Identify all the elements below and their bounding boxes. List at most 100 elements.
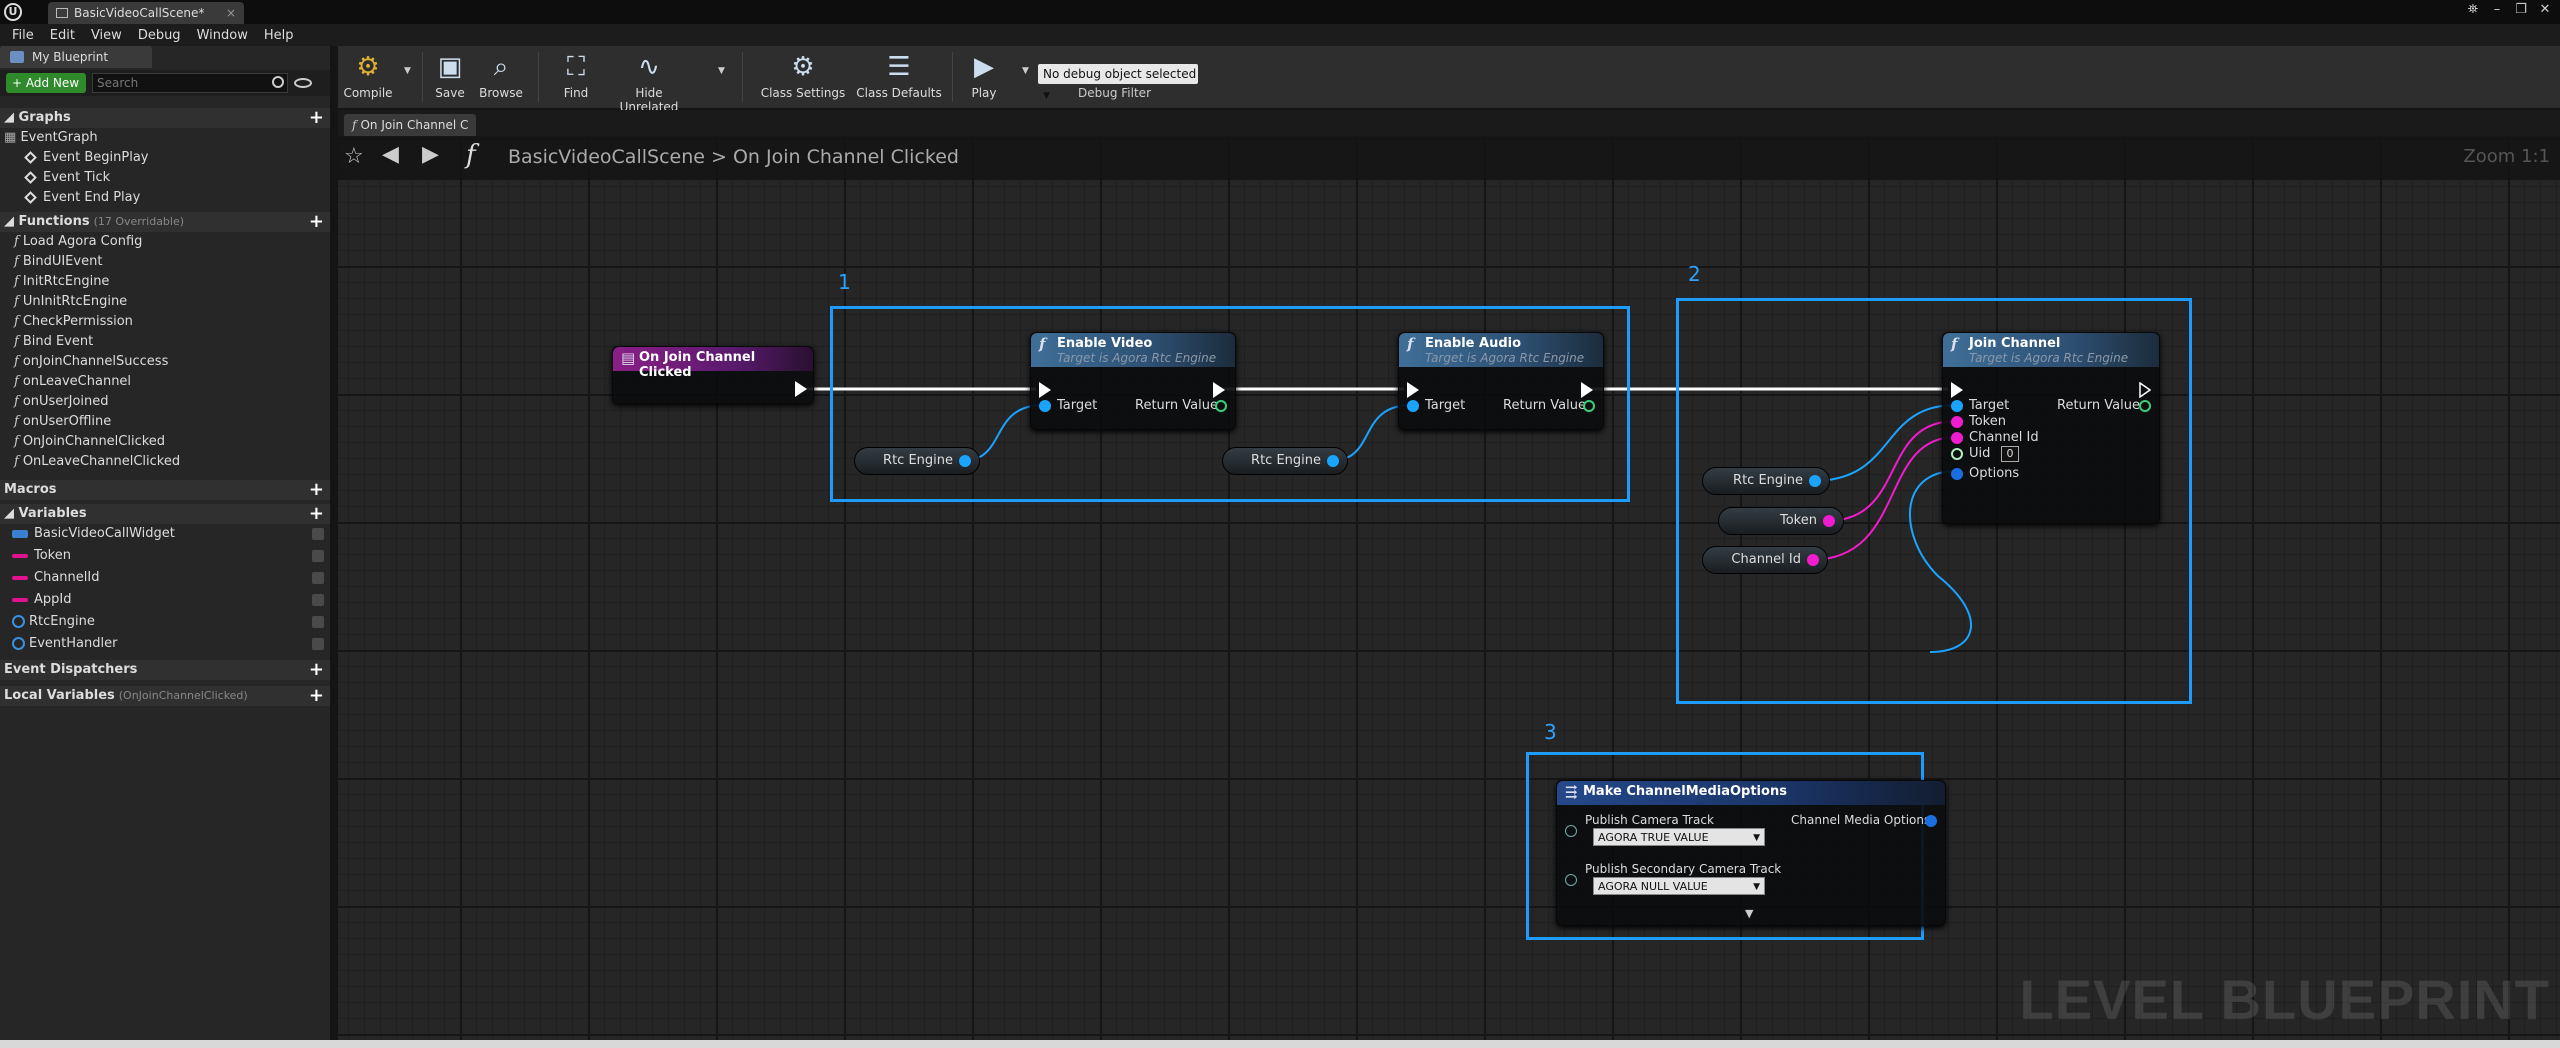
hide-unrelated-button[interactable]: ∿Hide Unrelated xyxy=(606,48,692,114)
browse-button[interactable]: ⌕Browse xyxy=(474,48,528,104)
add-macro-icon[interactable]: + xyxy=(308,479,324,500)
compile-options-dropdown[interactable]: ▼ xyxy=(404,66,411,76)
on-join-channel-clicked-node[interactable]: ▤ On Join Channel Clicked xyxy=(612,346,814,404)
variable-item[interactable]: AppId xyxy=(0,590,330,610)
publish-secondary-pin[interactable] xyxy=(1565,874,1577,886)
variable-item[interactable]: BasicVideoCallWidget xyxy=(0,524,330,544)
channel-media-options-pin[interactable] xyxy=(1925,815,1937,827)
publish-secondary-select[interactable]: AGORA NULL VALUE▼ xyxy=(1593,877,1765,895)
getter-out-pin[interactable] xyxy=(1823,515,1835,527)
add-function-icon[interactable]: + xyxy=(308,211,324,232)
maximize-button[interactable]: ❐ xyxy=(2515,2,2527,17)
visibility-toggle-icon[interactable] xyxy=(312,638,324,650)
variable-item[interactable]: EventHandler xyxy=(0,634,330,654)
menu-edit[interactable]: Edit xyxy=(49,27,75,43)
variable-item[interactable]: ChannelId xyxy=(0,568,330,588)
rtc-engine-getter[interactable]: Rtc Engine xyxy=(1702,467,1830,495)
add-local-variable-icon[interactable]: + xyxy=(308,685,324,706)
menu-debug[interactable]: Debug xyxy=(137,27,181,43)
favorite-star-icon[interactable]: ☆ xyxy=(344,144,364,169)
macros-section-header[interactable]: Macros + xyxy=(0,480,330,500)
target-pin[interactable] xyxy=(1407,400,1419,412)
event-tick-item[interactable]: Event Tick xyxy=(0,168,330,188)
comment-box[interactable] xyxy=(1676,298,2192,704)
play-options-dropdown[interactable]: ▼ xyxy=(1022,66,1029,76)
compile-button[interactable]: ⚙Compile xyxy=(340,48,396,104)
find-button[interactable]: ⛶Find xyxy=(556,48,596,104)
class-settings-button[interactable]: ⚙Class Settings xyxy=(758,48,848,104)
visibility-toggle-icon[interactable] xyxy=(312,594,324,606)
rtc-engine-getter[interactable]: Rtc Engine xyxy=(1222,447,1348,475)
variable-item[interactable]: RtcEngine xyxy=(0,612,330,632)
play-button[interactable]: ▶Play xyxy=(962,48,1006,104)
channel-id-getter[interactable]: Channel Id xyxy=(1702,546,1828,574)
menu-help[interactable]: Help xyxy=(263,27,294,43)
search-input[interactable]: Search xyxy=(92,73,288,93)
expand-arrow-icon[interactable]: ▼ xyxy=(1745,907,1754,920)
class-defaults-button[interactable]: ☰Class Defaults xyxy=(854,48,944,104)
menu-file[interactable]: File xyxy=(12,27,34,43)
add-variable-icon[interactable]: + xyxy=(308,503,324,524)
exec-out-pin[interactable] xyxy=(795,381,807,397)
debug-object-select[interactable]: No debug object selected ▼ xyxy=(1038,64,1198,101)
exec-in-pin[interactable] xyxy=(1951,382,1963,398)
getter-out-pin[interactable] xyxy=(1327,455,1339,467)
comment-box[interactable] xyxy=(830,306,1630,502)
target-pin[interactable] xyxy=(1951,400,1963,412)
add-dispatcher-icon[interactable]: + xyxy=(308,659,324,680)
menu-view[interactable]: View xyxy=(90,27,122,43)
exec-out-pin[interactable] xyxy=(1581,382,1593,398)
menu-window[interactable]: Window xyxy=(196,27,248,43)
uid-input[interactable]: 0 xyxy=(2001,446,2019,462)
channel-id-pin[interactable] xyxy=(1951,432,1963,444)
breadcrumb-root[interactable]: BasicVideoCallScene xyxy=(508,146,705,168)
visibility-toggle-icon[interactable] xyxy=(312,528,324,540)
enable-video-node[interactable]: f Enable Video Target is Agora Rtc Engin… xyxy=(1030,332,1236,430)
getter-out-pin[interactable] xyxy=(1807,554,1819,566)
graphs-section-header[interactable]: ◢ Graphs + xyxy=(0,108,330,128)
close-tab-icon[interactable]: × xyxy=(225,6,236,20)
getter-out-pin[interactable] xyxy=(959,455,971,467)
exec-out-pin[interactable] xyxy=(1213,382,1225,398)
search-icon[interactable] xyxy=(272,76,284,88)
token-getter[interactable]: Token xyxy=(1718,507,1844,535)
options-pin[interactable] xyxy=(1951,468,1963,480)
document-tab[interactable]: BasicVideoCallScene* × xyxy=(48,2,244,24)
publish-camera-pin[interactable] xyxy=(1565,825,1577,837)
exec-in-pin[interactable] xyxy=(1039,382,1051,398)
back-arrow-icon[interactable]: ◀ xyxy=(382,142,399,167)
event-begin-play-item[interactable]: Event BeginPlay xyxy=(0,148,330,168)
variable-item[interactable]: Token xyxy=(0,546,330,566)
rtc-engine-getter[interactable]: Rtc Engine xyxy=(854,447,980,475)
return-value-pin[interactable] xyxy=(1215,400,1227,412)
add-new-button[interactable]: + Add New xyxy=(6,73,86,93)
my-blueprint-tab[interactable]: My Blueprint xyxy=(0,46,152,68)
visibility-toggle-icon[interactable] xyxy=(312,616,324,628)
graph-canvas[interactable]: ☆ ◀ ▶ f BasicVideoCallScene > On Join Ch… xyxy=(338,136,2560,1040)
close-button[interactable]: ✕ xyxy=(2539,2,2551,17)
hide-unrelated-dropdown[interactable]: ▼ xyxy=(718,66,725,76)
visibility-toggle-icon[interactable] xyxy=(312,572,324,584)
getter-out-pin[interactable] xyxy=(1809,475,1821,487)
source-control-icon[interactable]: ⛯ xyxy=(2467,2,2479,17)
visibility-toggle-icon[interactable] xyxy=(312,550,324,562)
local-variables-header[interactable]: Local Variables(OnJoinChannelClicked) + xyxy=(0,686,330,706)
minimize-button[interactable]: – xyxy=(2493,2,2501,17)
uid-pin[interactable] xyxy=(1951,448,1963,460)
forward-arrow-icon[interactable]: ▶ xyxy=(422,142,439,167)
enable-audio-node[interactable]: f Enable Audio Target is Agora Rtc Engin… xyxy=(1398,332,1604,430)
target-pin[interactable] xyxy=(1039,400,1051,412)
